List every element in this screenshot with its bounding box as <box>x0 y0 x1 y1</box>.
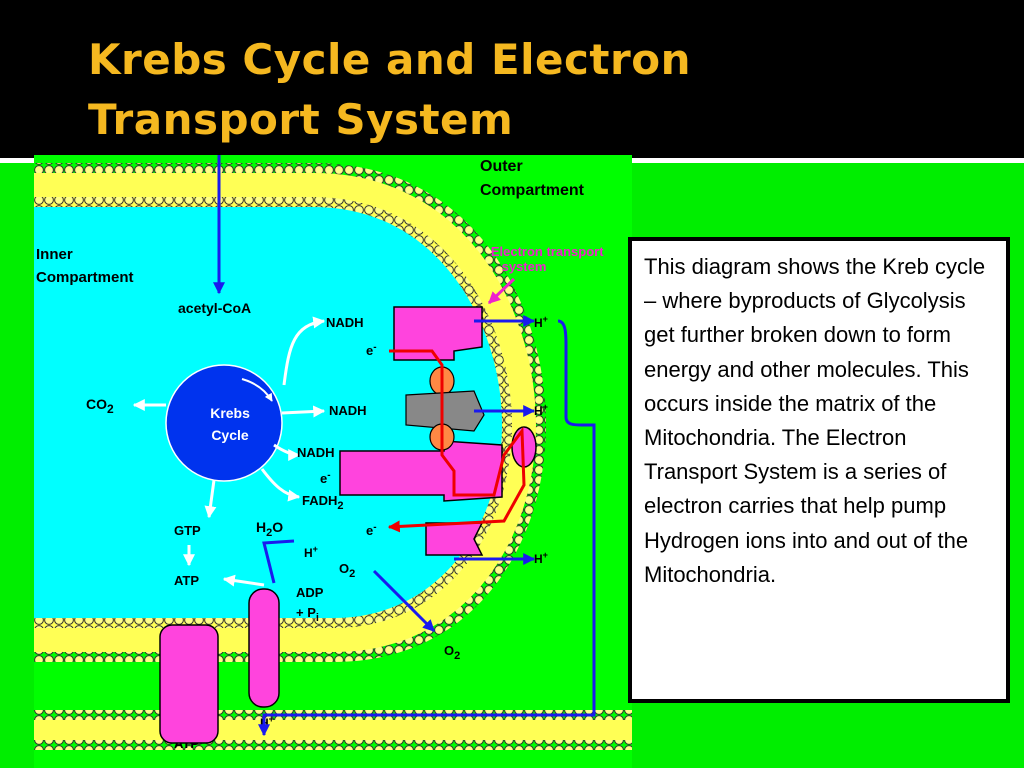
krebs-cycle-label: Krebs Cycle <box>210 405 254 443</box>
o2-inner-label: O2 <box>339 561 355 580</box>
nadh-label-2: NADH <box>329 403 367 418</box>
hplus-outer-label-1: H+ <box>534 314 548 330</box>
description-text: This diagram shows the Kreb cycle – wher… <box>644 254 986 587</box>
carrier-grey <box>405 390 485 432</box>
electron-label-2: e- <box>320 470 331 486</box>
hplus-inner-label: H+ <box>304 544 318 560</box>
krebs-cycle-circle <box>165 364 283 482</box>
electron-label-1: e- <box>366 342 377 358</box>
co2-left-label: CO2 <box>86 396 114 416</box>
hplus-outer-label-3: H+ <box>534 550 548 566</box>
nadh-label-1: NADH <box>326 315 364 330</box>
hplus-outer-label-2: H+ <box>534 402 548 418</box>
electron-path <box>387 349 526 533</box>
adp-label: ADP <box>296 585 324 600</box>
fadh2-label: FADH2 <box>302 493 344 512</box>
ets-label: Electron transport system <box>491 244 607 274</box>
ets-proteins <box>159 306 537 744</box>
slide-title: Krebs Cycle and Electron Transport Syste… <box>88 35 691 144</box>
description-box: This diagram shows the Kreb cycle – wher… <box>628 237 1010 703</box>
nadh-label-3: NADH <box>297 445 335 460</box>
krebs-cycle-arrow <box>241 378 273 402</box>
acetyl-coa-label: acetyl-CoA <box>178 300 251 316</box>
proton-arrows <box>262 315 536 633</box>
krebs-product-arrows <box>132 316 326 587</box>
electron-label-3: e- <box>366 522 377 538</box>
atp-label-inner: ATP <box>174 573 199 588</box>
o2-outer-label: O2 <box>444 643 460 662</box>
ets-pointer-arrow <box>487 277 516 305</box>
gtp-label: GTP <box>174 523 201 538</box>
pi-label: + Pi <box>296 605 319 624</box>
outer-compartment-label: Outer Compartment <box>480 158 585 199</box>
inner-compartment-label: Inner Compartment <box>36 246 134 286</box>
proton-return-path <box>258 319 596 737</box>
h2o-label: H2O <box>256 519 283 539</box>
mitochondria-diagram: Outer Compartment Inner Compartment Elec… <box>34 155 632 768</box>
